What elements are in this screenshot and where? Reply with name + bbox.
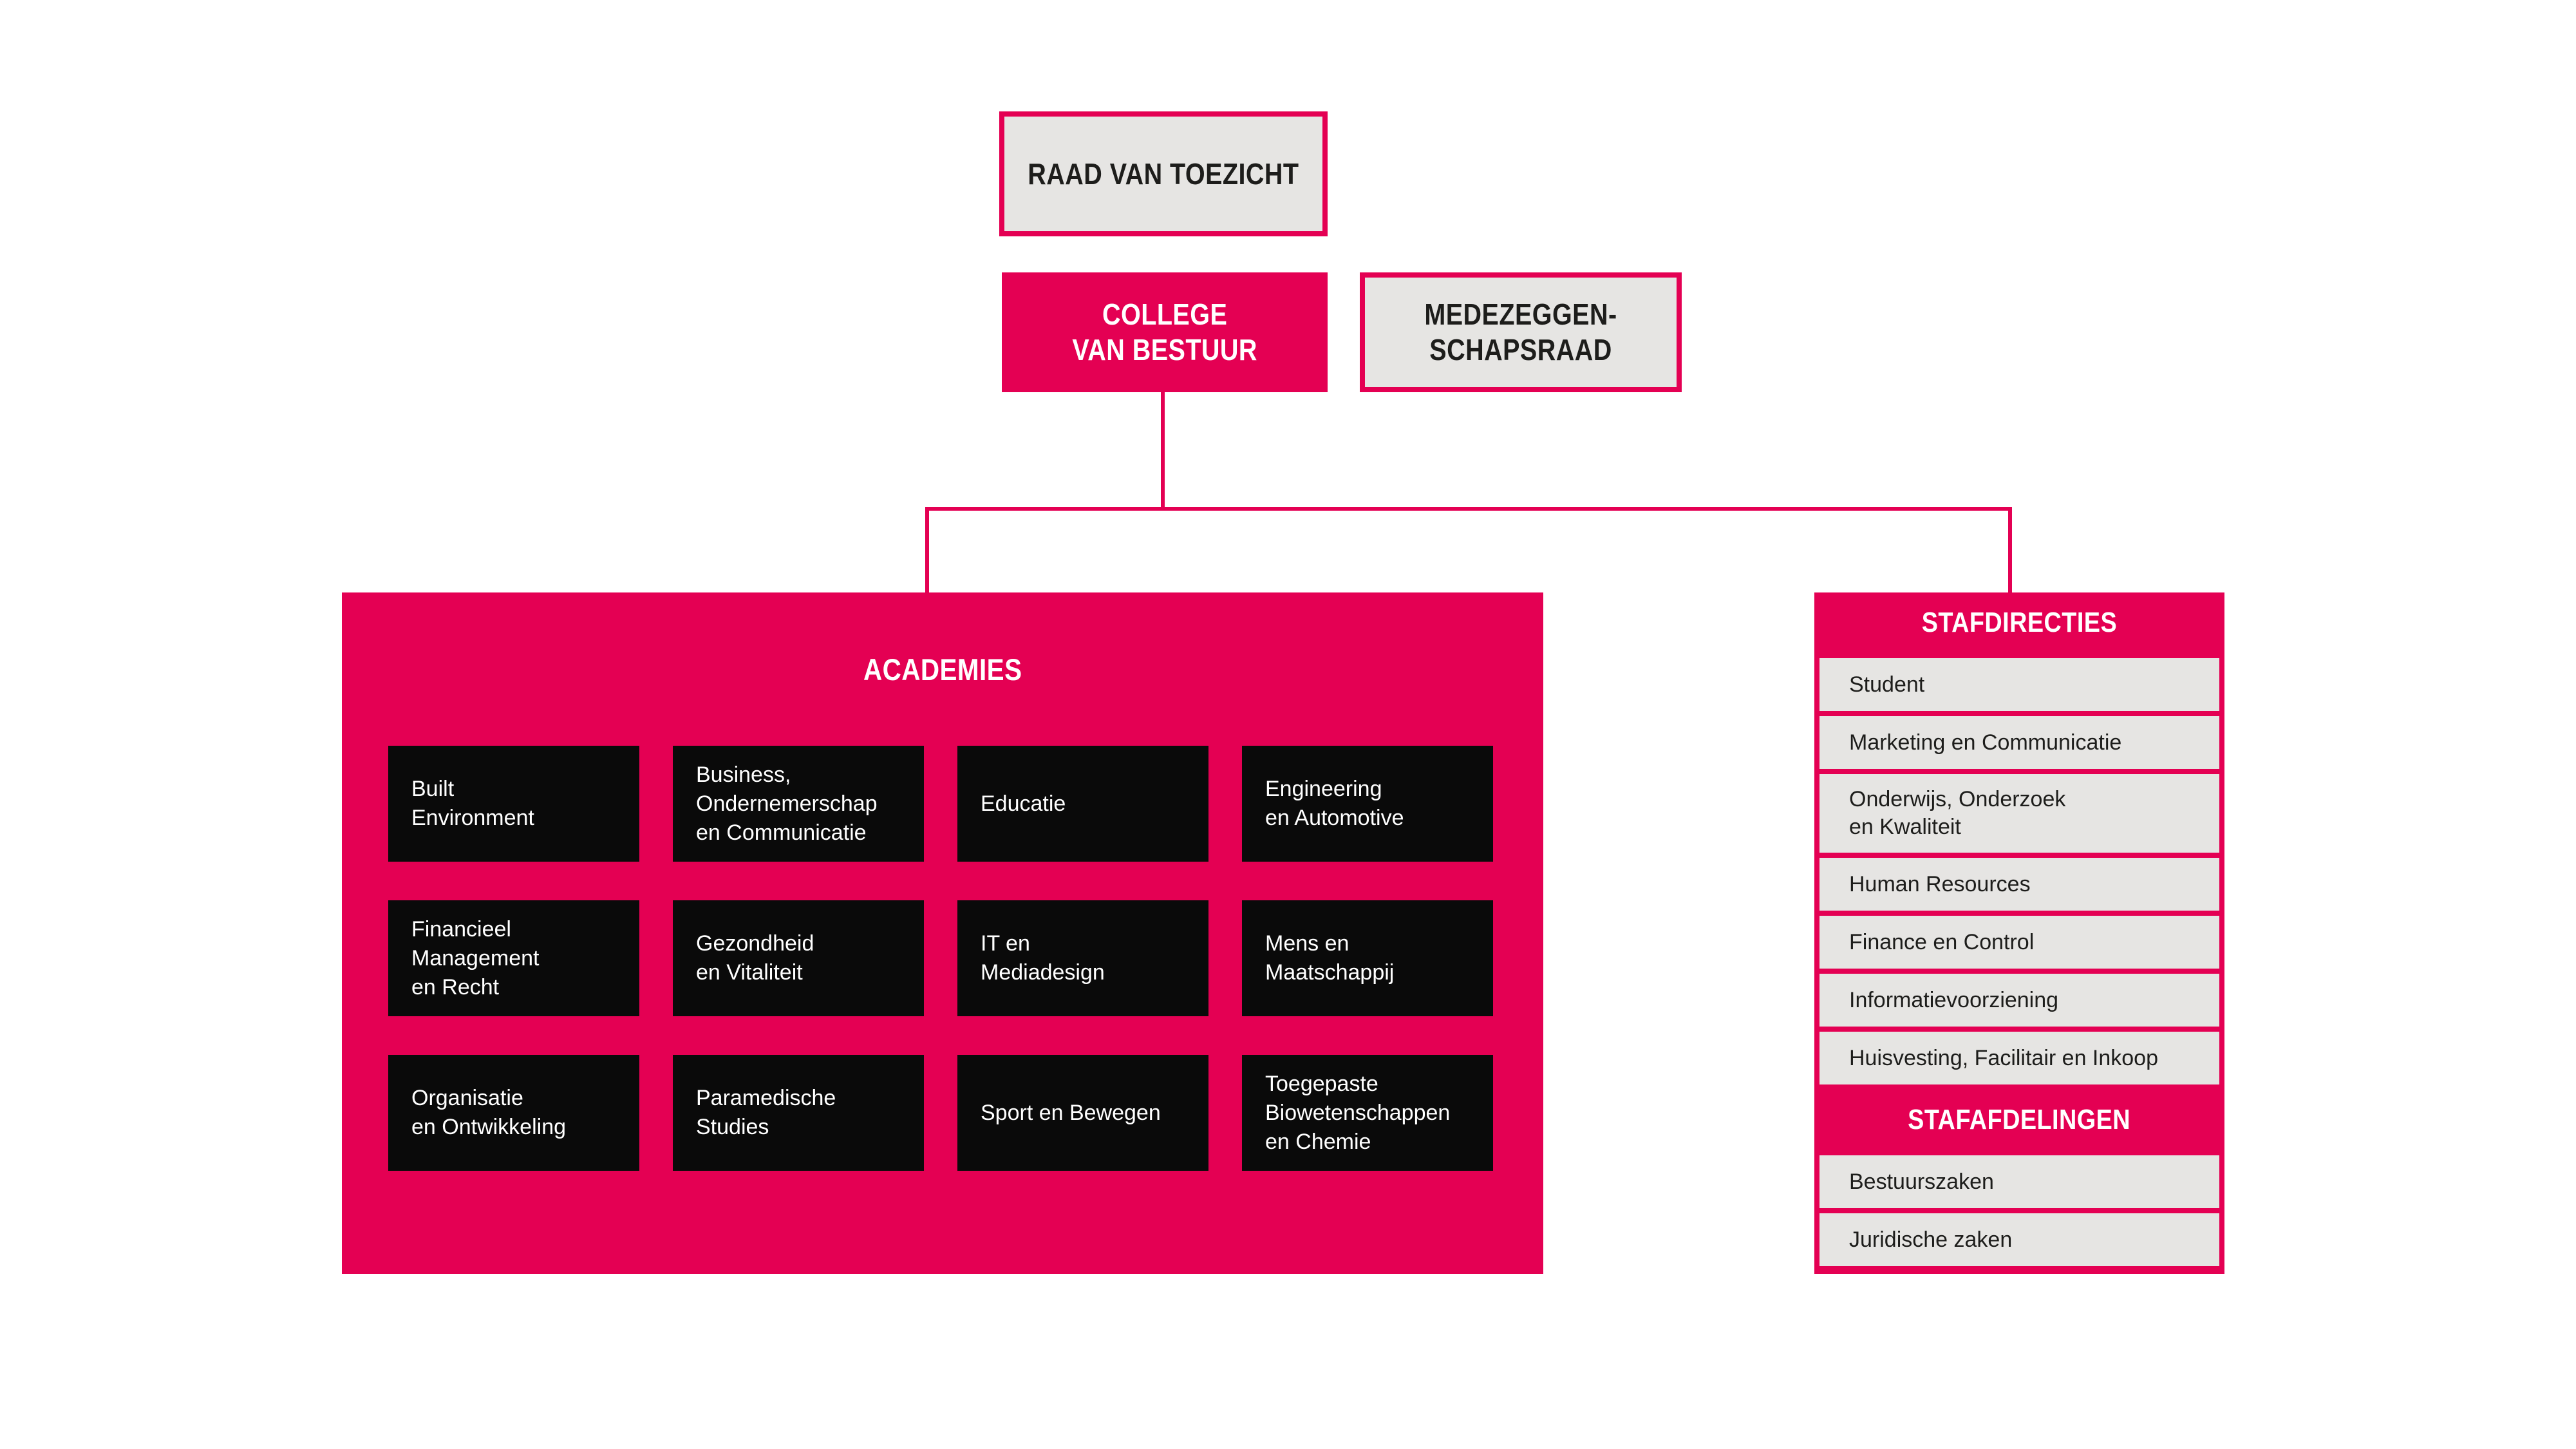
academy-box-gezondheid-vitaliteit: Gezondheid en Vitaliteit bbox=[673, 900, 924, 1016]
stafdirectie-label: Finance en Control bbox=[1849, 929, 2035, 954]
academy-box-mens-maatschappij: Mens en Maatschappij bbox=[1242, 900, 1493, 1016]
academy-label: Financieel Management en Recht bbox=[411, 916, 540, 999]
stafdirecties-header: STAFDIRECTIES bbox=[1814, 592, 2224, 653]
academies-panel: ACADEMIES Built Environment Business, On… bbox=[342, 592, 1543, 1274]
stafdirectie-label: Informatievoorziening bbox=[1849, 987, 2059, 1012]
stafdirecties-title: STAFDIRECTIES bbox=[1921, 607, 2118, 638]
academies-title: ACADEMIES bbox=[863, 652, 1022, 687]
stafdirectie-label: Onderwijs, Onderzoek en Kwaliteit bbox=[1849, 787, 2066, 839]
academy-label: Sport en Bewegen bbox=[981, 1100, 1161, 1125]
academy-box-paramedische-studies: Paramedische Studies bbox=[673, 1055, 924, 1171]
stafdirectie-label: Human Resources bbox=[1849, 871, 2031, 896]
connector-staf-vertical bbox=[2008, 509, 2012, 592]
stafdirectie-label: Huisvesting, Facilitair en Inkoop bbox=[1849, 1045, 2159, 1070]
stafdirectie-row-onderwijs-onderzoek-kwaliteit: Onderwijs, Onderzoek en Kwaliteit bbox=[1819, 774, 2219, 853]
stafdirectie-row-marketing-communicatie: Marketing en Communicatie bbox=[1819, 716, 2219, 769]
academy-box-built-environment: Built Environment bbox=[388, 746, 639, 862]
stafafdeling-label: Bestuurszaken bbox=[1849, 1169, 1994, 1194]
connector-horizontal bbox=[925, 507, 2012, 511]
academy-label: Paramedische Studies bbox=[696, 1086, 836, 1139]
stafafdeling-row-bestuurszaken: Bestuurszaken bbox=[1819, 1155, 2219, 1208]
connector-academies-vertical bbox=[925, 509, 929, 592]
academy-label: Built Environment bbox=[411, 777, 534, 830]
academy-label: Mens en Maatschappij bbox=[1265, 931, 1395, 985]
academy-box-business-ondernemerschap-communicatie: Business, Ondernemerschap en Communicati… bbox=[673, 746, 924, 862]
academy-label: Business, Ondernemerschap en Communicati… bbox=[696, 762, 878, 845]
academy-box-sport-bewegen: Sport en Bewegen bbox=[957, 1055, 1208, 1171]
academy-box-educatie: Educatie bbox=[957, 746, 1208, 862]
stafdirectie-row-huisvesting-facilitair-inkoop: Huisvesting, Facilitair en Inkoop bbox=[1819, 1032, 2219, 1084]
academy-box-organisatie-ontwikkeling: Organisatie en Ontwikkeling bbox=[388, 1055, 639, 1171]
stafdirectie-label: Marketing en Communicatie bbox=[1849, 730, 2122, 755]
box-raad-van-toezicht: RAAD VAN TOEZICHT bbox=[999, 111, 1328, 236]
college-van-bestuur-label: COLLEGE VAN BESTUUR bbox=[1072, 298, 1257, 366]
stafafdelingen-title: STAFAFDELINGEN bbox=[1908, 1104, 2131, 1135]
academy-box-toegepaste-biowetenschappen-chemie: Toegepaste Biowetenschappen en Chemie bbox=[1242, 1055, 1493, 1171]
staff-panel: STAFDIRECTIES Student Marketing en Commu… bbox=[1814, 592, 2224, 1274]
academy-box-engineering-automotive: Engineering en Automotive bbox=[1242, 746, 1493, 862]
stafdirectie-row-finance-control: Finance en Control bbox=[1819, 916, 2219, 969]
stafafdeling-row-juridische-zaken: Juridische zaken bbox=[1819, 1213, 2219, 1266]
box-medezeggenschapsraad: MEDEZEGGEN- SCHAPSRAAD bbox=[1360, 272, 1682, 392]
academy-box-financieel-management-recht: Financieel Management en Recht bbox=[388, 900, 639, 1016]
academy-label: Toegepaste Biowetenschappen en Chemie bbox=[1265, 1071, 1451, 1154]
stafafdeling-label: Juridische zaken bbox=[1849, 1227, 2013, 1252]
academies-title-wrap: ACADEMIES bbox=[342, 592, 1543, 746]
stafdirectie-row-human-resources: Human Resources bbox=[1819, 858, 2219, 911]
raad-van-toezicht-label: RAAD VAN TOEZICHT bbox=[1028, 156, 1299, 191]
stafdirectie-row-student: Student bbox=[1819, 658, 2219, 711]
academy-label: IT en Mediadesign bbox=[981, 931, 1105, 985]
stafafdelingen-header: STAFAFDELINGEN bbox=[1814, 1090, 2224, 1150]
box-college-van-bestuur: COLLEGE VAN BESTUUR bbox=[1002, 272, 1328, 392]
academy-label: Engineering en Automotive bbox=[1265, 777, 1404, 830]
medezeggenschapsraad-label: MEDEZEGGEN- SCHAPSRAAD bbox=[1424, 298, 1617, 366]
academy-label: Organisatie en Ontwikkeling bbox=[411, 1086, 567, 1139]
connector-college-vertical bbox=[1161, 392, 1165, 509]
academy-label: Gezondheid en Vitaliteit bbox=[696, 931, 814, 985]
stafdirectie-label: Student bbox=[1849, 672, 1925, 697]
academy-label: Educatie bbox=[981, 791, 1066, 816]
academies-grid: Built Environment Business, Ondernemersc… bbox=[388, 746, 1493, 1171]
academy-box-it-mediadesign: IT en Mediadesign bbox=[957, 900, 1208, 1016]
stafdirectie-row-informatievoorziening: Informatievoorziening bbox=[1819, 974, 2219, 1027]
